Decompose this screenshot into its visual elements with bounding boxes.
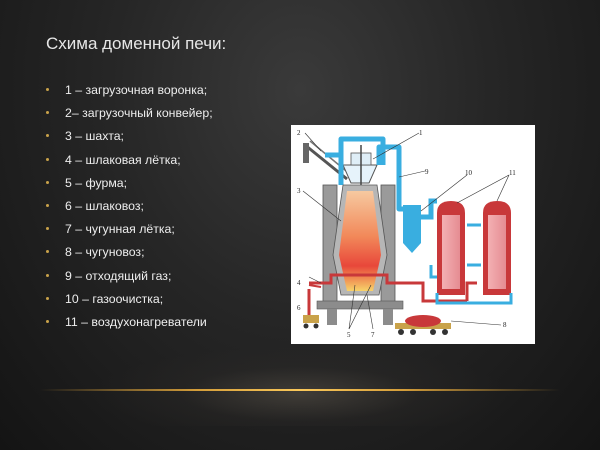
legend-item: 6 – шлаковоз; [46,198,213,221]
bullet-icon [46,134,49,138]
slide-title: Схима доменной печи: [46,34,227,53]
callout-label: 10 [465,169,473,177]
legend-item-text: 11 – воздухонагреватели [65,314,207,329]
accent-line [40,389,560,391]
gas-cleaning-unit [403,198,437,279]
legend-list: 1 – загрузочная воронка; 2– загрузочный … [46,82,213,337]
legend-item-text: 4 – шлаковая лётка; [65,152,181,167]
legend-item-text: 3 – шахта; [65,129,124,144]
legend-item-text: 1 – загрузочная воронка; [65,83,208,97]
floor-glow [90,346,510,426]
bullet-icon [46,296,49,300]
legend-item: 3 – шахта; [46,128,213,151]
callout-label: 6 [297,304,301,312]
bullet-icon [46,227,49,231]
bullet-icon [46,273,49,277]
bullet-icon [46,203,49,207]
legend-item-text: 8 – чугуновоз; [65,245,145,260]
legend-item-text: 5 – фурма; [65,175,128,190]
callout-label: 5 [347,331,351,339]
blast-furnace-diagram: 2 1 9 10 11 3 4 6 5 7 8 [291,125,535,344]
furnace-illustration: 2 1 9 10 11 3 4 6 5 7 8 [297,129,516,339]
slag-car [303,315,319,329]
legend-item: 2– загрузочный конвейер; [46,105,213,128]
bullet-icon [46,88,49,91]
furnace-body [316,184,404,325]
legend-item: 4 – шлаковая лётка; [46,152,213,175]
legend-item-text: 2– загрузочный конвейер; [65,106,213,121]
legend-item: 8 – чугуновоз; [46,244,213,267]
callout-label: 7 [371,331,375,339]
legend-item: 7 – чугунная лётка; [46,221,213,244]
legend-item-text: 10 – газоочистка; [65,291,164,306]
callout-label: 3 [297,187,301,195]
legend-item: 10 – газоочистка; [46,291,213,314]
hot-blast-stoves [435,201,513,305]
bullet-icon [46,111,49,115]
legend-item-text: 7 – чугунная лётка; [65,222,175,237]
callout-label: 9 [425,168,429,176]
callout-label: 8 [503,321,507,329]
callout-label: 4 [297,279,301,287]
legend-item: 1 – загрузочная воронка; [46,82,213,105]
charging-hopper [342,145,378,185]
bullet-icon [46,157,49,161]
bullet-icon [46,319,49,323]
legend-item: 5 – фурма; [46,175,213,198]
offgas-pipe [325,136,409,212]
legend-item: 11 – воздухонагреватели [46,314,213,337]
iron-ladle-car [395,315,451,335]
leader-lines [302,132,510,330]
bullet-icon [46,250,49,254]
callout-label: 2 [297,129,301,137]
hot-blast-pipe [309,273,477,303]
slag-notch [307,284,322,315]
legend-item-text: 9 – отходящий газ; [65,268,172,283]
charging-conveyor [303,140,352,181]
bullet-icon [46,180,49,184]
callout-label: 1 [419,129,423,137]
legend-item-text: 6 – шлаковоз; [65,198,144,213]
legend-item: 9 – отходящий газ; [46,268,213,291]
callout-label: 11 [509,169,516,177]
